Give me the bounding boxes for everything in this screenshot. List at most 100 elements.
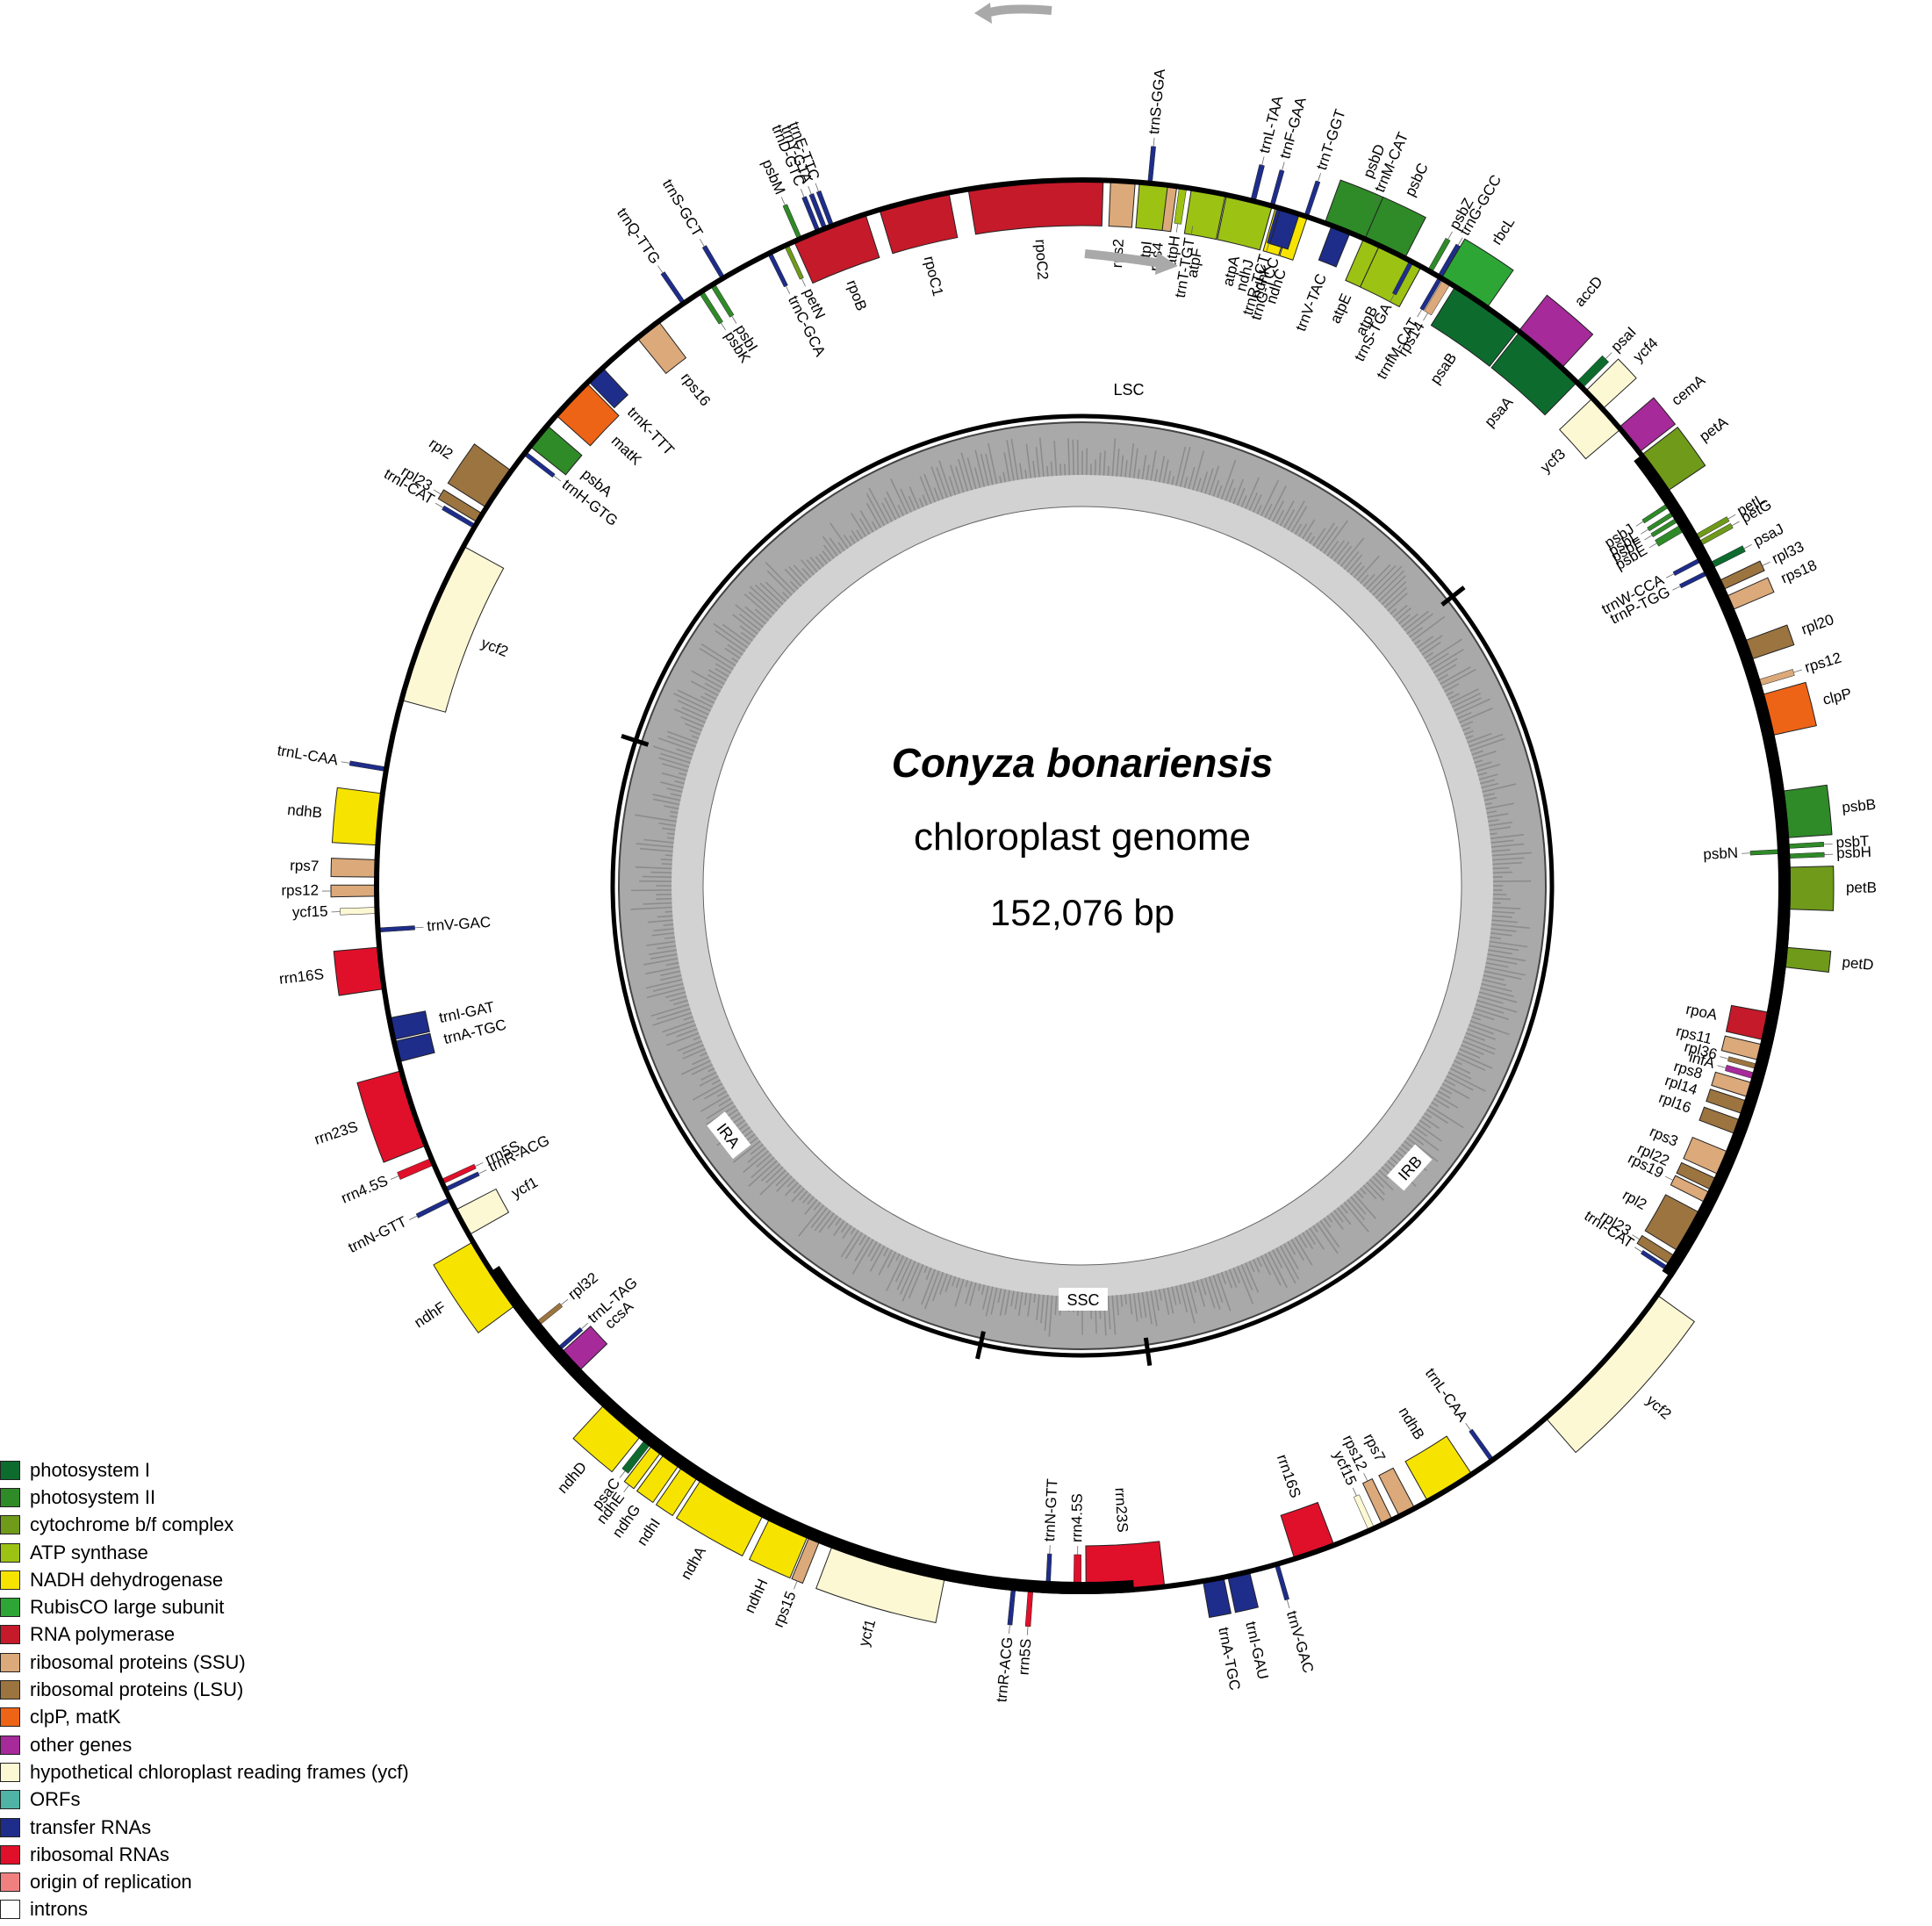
gc-spike (1183, 1283, 1196, 1324)
gene-label-psbh: psbH (1836, 844, 1871, 862)
leader-line (1672, 586, 1681, 591)
gc-spike (1381, 1166, 1390, 1175)
gc-spike (791, 1187, 805, 1203)
legend-swatch (0, 1762, 20, 1782)
gene-label-trni-gau: trnI-GAU (1242, 1620, 1271, 1681)
gc-spike (985, 1286, 994, 1317)
gc-spike (1330, 1212, 1344, 1231)
gc-spike (1339, 537, 1365, 567)
gc-spike (1256, 1257, 1262, 1268)
gc-spike (1024, 470, 1028, 479)
leader-line (1417, 309, 1423, 318)
gc-spike (1204, 1277, 1216, 1309)
leader-line (1727, 514, 1736, 520)
gene-block-psbb (1781, 784, 1833, 838)
leader-line (414, 926, 424, 929)
gc-spike (666, 837, 675, 840)
gc-spike (1333, 541, 1350, 562)
leader-line (1634, 1247, 1642, 1253)
gc-spike (677, 700, 709, 715)
gc-spike (1392, 604, 1408, 618)
gc-spike (1483, 796, 1497, 801)
gc-spike (1492, 857, 1525, 861)
gc-spike (1141, 455, 1147, 480)
gc-spike (1337, 545, 1353, 564)
gc-spike (1010, 438, 1019, 480)
gc-spike (1444, 683, 1460, 693)
gc-spike (1287, 500, 1305, 531)
leader-line (1153, 137, 1155, 147)
gc-spike (1471, 750, 1483, 756)
gene-label-trna-tgc: trnA-TGC (1215, 1626, 1243, 1692)
legend-label: RubisCO large subunit (30, 1596, 225, 1619)
gc-spike (798, 1190, 808, 1201)
gene-label-ycf1: ycf1 (855, 1617, 879, 1648)
gene-block-psaj (1709, 545, 1746, 569)
gc-spike (1316, 522, 1335, 550)
gc-spike (666, 832, 675, 836)
gc-spike (672, 693, 711, 712)
gc-spike (809, 557, 822, 570)
gc-spike (851, 1239, 874, 1275)
gc-spike (1395, 607, 1412, 622)
gene-label-psbc: psbC (1402, 161, 1432, 199)
gc-spike (1150, 1290, 1158, 1327)
gc-spike (649, 949, 677, 955)
gene-label-psaa: psaA (1482, 393, 1517, 430)
gc-spike (689, 729, 701, 736)
leader-line (1352, 1487, 1357, 1497)
legend-label: ribosomal proteins (LSU) (30, 1678, 244, 1701)
gene-label-rrn16s: rrn16S (1274, 1452, 1304, 1499)
gc-spike (1188, 1282, 1198, 1314)
gc-spike (923, 1266, 928, 1274)
gc-spike (1492, 910, 1515, 914)
gc-spike (1362, 1184, 1377, 1200)
gc-spike (1461, 1044, 1484, 1055)
gc-spike (1472, 751, 1497, 760)
gc-spike (760, 1163, 781, 1182)
gc-spike (1003, 452, 1010, 482)
leader-line (815, 183, 819, 192)
gene-block-atpi (1135, 182, 1168, 232)
gc-spike (669, 815, 678, 818)
gc-spike (1459, 1048, 1481, 1059)
gc-spike (1489, 940, 1528, 948)
gc-spike (1196, 1280, 1206, 1307)
gc-spike (1421, 1116, 1440, 1129)
leader-line (1266, 243, 1269, 252)
gene-block-psbt (1786, 841, 1825, 849)
gc-spike (738, 613, 761, 631)
leader-line (1465, 1422, 1471, 1431)
gc-spike (645, 979, 683, 989)
gc-spike (850, 1227, 856, 1235)
gc-spike (1469, 1024, 1495, 1035)
gc-spike (958, 458, 969, 492)
gc-spike (1465, 735, 1474, 740)
gene-label-rps15: rps15 (770, 1589, 800, 1630)
gc-spike (1132, 1293, 1138, 1322)
gc-spike (646, 987, 685, 999)
gc-spike (801, 567, 812, 579)
gene-label-rpl2: rpl2 (426, 435, 456, 463)
gc-spike (919, 476, 932, 505)
gc-spike (660, 781, 684, 789)
svg-text:SSC: SSC (1067, 1291, 1099, 1309)
species-name: Conyza bonariensis (892, 740, 1274, 786)
gene-block-trnv-gac (377, 925, 415, 933)
gc-spike (635, 814, 677, 823)
gc-spike (1484, 802, 1492, 806)
gc-spike (1490, 843, 1525, 848)
gc-spike (844, 1232, 863, 1260)
gc-spike (1350, 562, 1362, 576)
leader-line (390, 1175, 399, 1180)
gc-spike (1010, 1290, 1015, 1307)
gc-spike (1337, 1207, 1352, 1225)
gene-block-trnf-gaa (1269, 169, 1285, 207)
gc-spike (1462, 1040, 1495, 1055)
gc-spike (1154, 469, 1159, 482)
gc-spike (666, 787, 683, 793)
gc-spike (1297, 523, 1308, 537)
gc-spike (1474, 1008, 1510, 1021)
gc-spike (1309, 535, 1316, 544)
gc-spike (731, 658, 738, 663)
